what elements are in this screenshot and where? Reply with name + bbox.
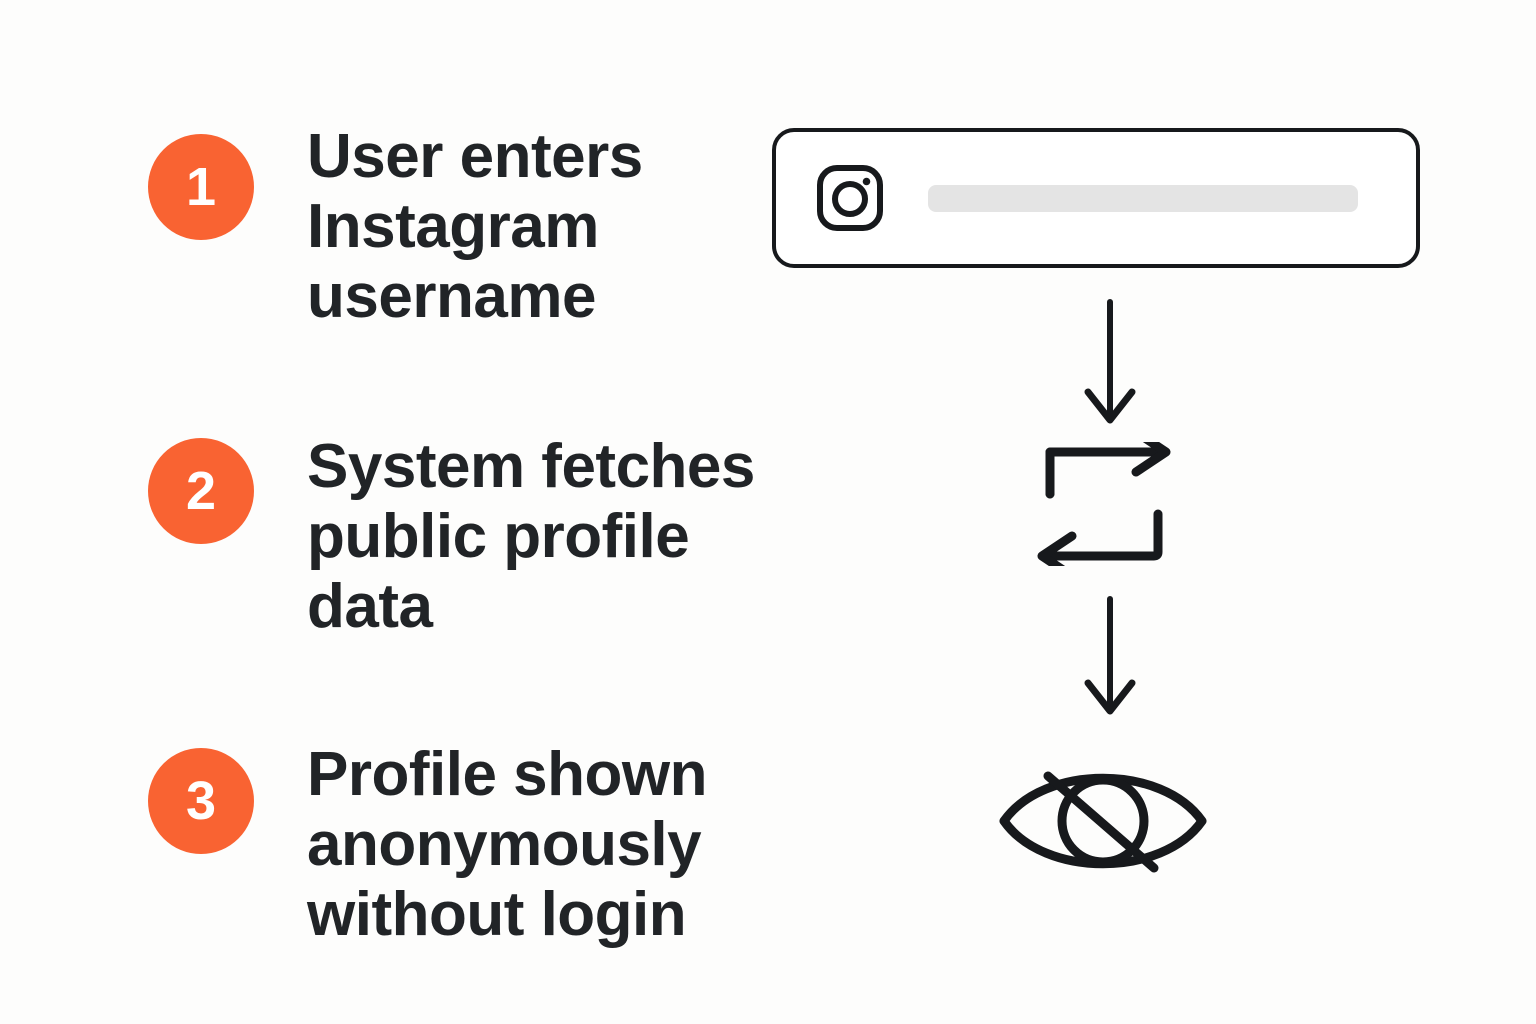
step-number-badge-1: 1 — [148, 134, 254, 240]
arrow-down-icon-1 — [1084, 299, 1136, 424]
search-input[interactable] — [928, 184, 1358, 212]
flow-diagram — [760, 0, 1536, 1024]
eye-off-icon — [999, 771, 1207, 873]
instagram-search-bar[interactable] — [772, 128, 1420, 268]
step-item-1: 1 User enters Instagram username — [148, 122, 643, 332]
step-number-badge-3: 3 — [148, 748, 254, 854]
step-list: 1 User enters Instagram username 2 Syste… — [0, 0, 760, 1024]
arrow-down-icon-2 — [1084, 596, 1136, 715]
step-number-badge-2: 2 — [148, 438, 254, 544]
instagram-icon — [817, 165, 883, 231]
step-label-3: Profile shown anonymously without login — [307, 740, 707, 949]
sync-arrows-icon — [1037, 442, 1171, 566]
step-item-2: 2 System fetches public profile data — [148, 432, 755, 642]
step-label-2: System fetches public profile data — [307, 432, 755, 641]
step-item-3: 3 Profile shown anonymously without logi… — [148, 740, 707, 950]
step-label-1: User enters Instagram username — [307, 122, 643, 331]
